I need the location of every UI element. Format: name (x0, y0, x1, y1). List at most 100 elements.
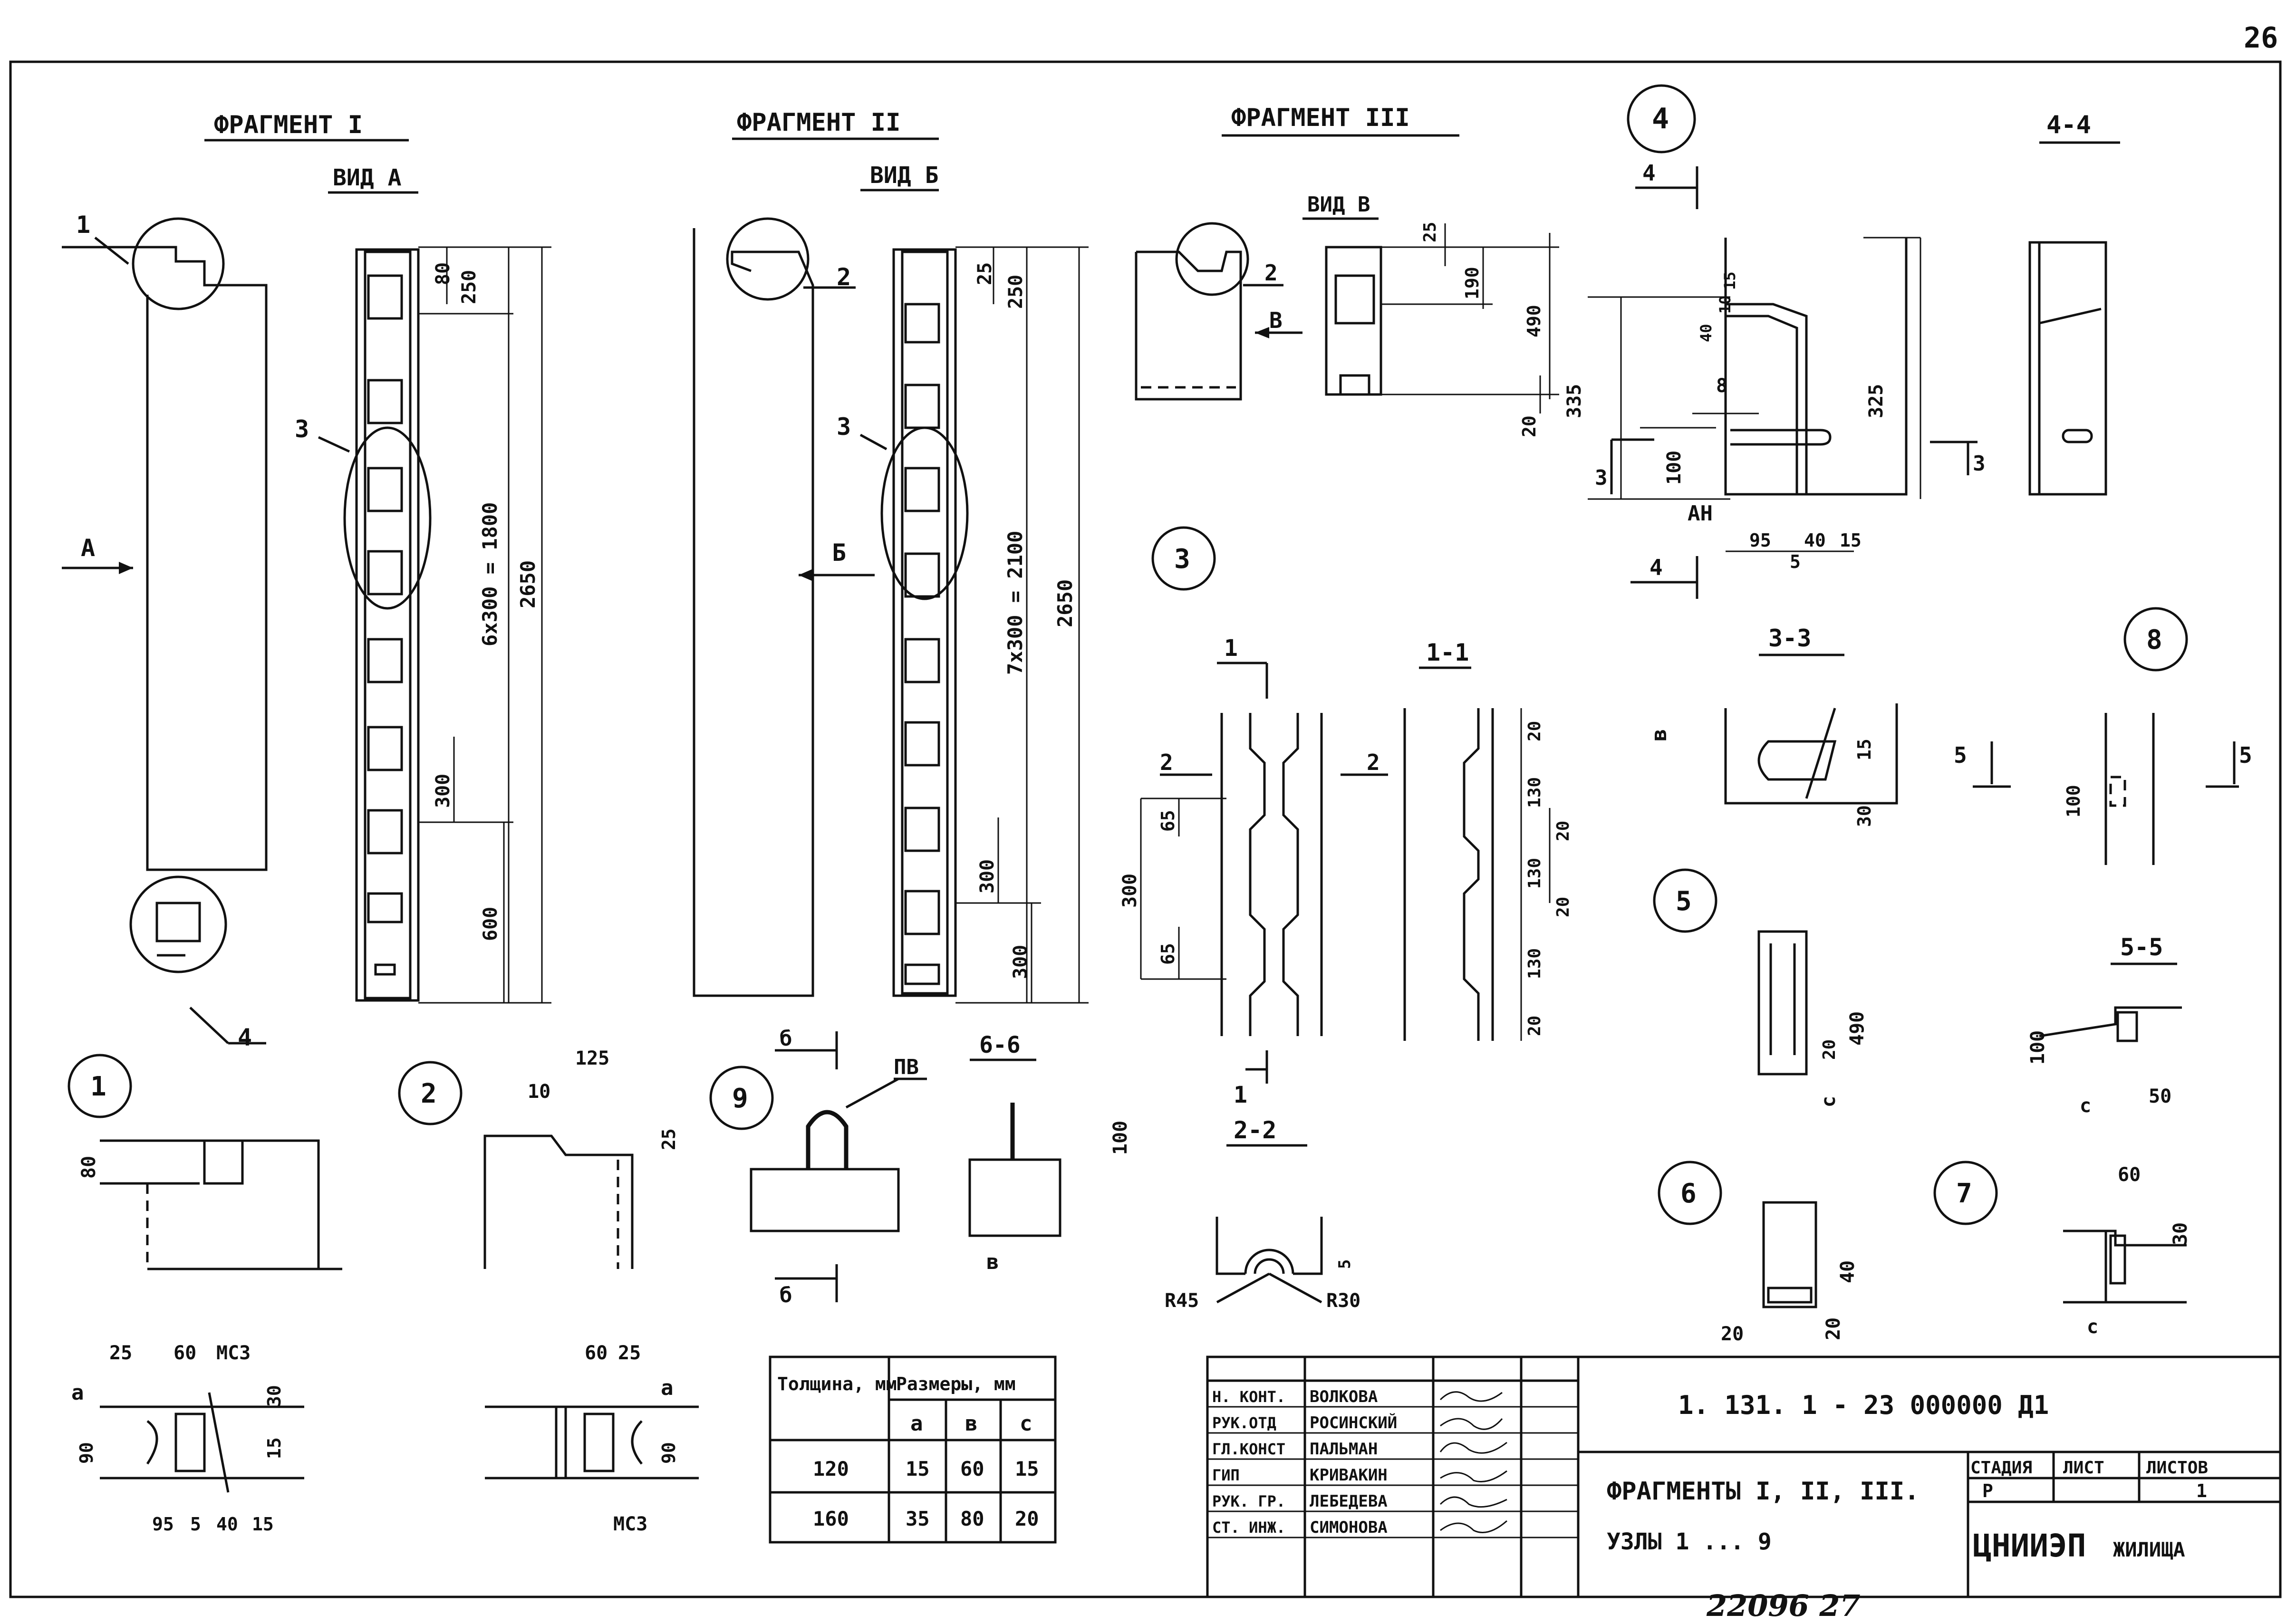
section-1-1-title: 1-1 (1426, 639, 1469, 666)
arrow-b: Б (832, 539, 846, 567)
svg-text:МС3: МС3 (613, 1513, 647, 1535)
section-2-2-title: 2-2 (1234, 1116, 1276, 1144)
svg-text:с: с (2080, 1095, 2091, 1117)
svg-text:300: 300 (1010, 945, 1032, 979)
svg-text:в: в (986, 1250, 999, 1274)
svg-text:335: 335 (1563, 384, 1585, 418)
svg-text:15: 15 (1721, 271, 1739, 290)
svg-text:а: а (910, 1412, 923, 1436)
svg-text:9: 9 (732, 1083, 748, 1114)
fragment-3: ФРАГМЕНТ III ВИД В 2 В 25 190 490 20 (1135, 104, 1559, 437)
svg-text:600: 600 (480, 907, 502, 941)
svg-text:250: 250 (1005, 275, 1027, 309)
fragment-2-title: ФРАГМЕНТ II (737, 108, 900, 137)
svg-text:100: 100 (2027, 1030, 2049, 1065)
svg-text:в: в (1647, 729, 1671, 742)
node-4-detail: 4 4 4 40 10 15 335 8 100 325 95 40 15 (1563, 84, 2120, 599)
svg-text:ВОЛКОВА: ВОЛКОВА (1310, 1387, 1378, 1406)
svg-text:в: в (965, 1412, 978, 1436)
svg-text:190: 190 (1462, 267, 1483, 299)
svg-text:ГИП: ГИП (1212, 1466, 1240, 1484)
svg-text:130: 130 (1525, 777, 1544, 808)
svg-text:Р: Р (1982, 1480, 1993, 1501)
svg-text:3: 3 (1973, 452, 1986, 476)
svg-text:ПВ: ПВ (894, 1055, 919, 1079)
svg-text:б: б (780, 1027, 792, 1051)
arrow-a: А (81, 534, 95, 562)
svg-text:30: 30 (1854, 805, 1875, 827)
svg-text:5: 5 (2239, 742, 2252, 768)
dimensions-table: Толщина, мм Размеры, мм а в с 120 15 60 … (769, 1355, 1057, 1544)
fragment-1: ФРАГМЕНТ I ВИД А 1 4 А (62, 111, 551, 1051)
svg-text:250: 250 (458, 270, 480, 304)
svg-text:30: 30 (2170, 1222, 2191, 1245)
svg-text:ЛИСТ: ЛИСТ (2063, 1458, 2104, 1478)
svg-text:РУК.ОТД: РУК.ОТД (1212, 1414, 1276, 1432)
svg-text:40: 40 (1697, 324, 1715, 342)
svg-text:80: 80 (432, 262, 454, 285)
leader-1: 1 (76, 211, 90, 239)
svg-text:65: 65 (1158, 810, 1178, 832)
section-6-6-title: 6-6 (979, 1032, 1021, 1058)
svg-text:15: 15 (1854, 739, 1875, 760)
svg-text:300: 300 (976, 859, 998, 894)
bottom-left-details: 1 80 25 60 МС3 а 30 90 15 95 5 40 15 2 1… (68, 1027, 1131, 1535)
svg-text:4: 4 (1642, 160, 1656, 186)
svg-text:а: а (661, 1376, 674, 1400)
svg-text:2650: 2650 (516, 560, 540, 608)
svg-text:95: 95 (152, 1514, 174, 1535)
node-4-title: 4 (1652, 102, 1669, 135)
leader-2: 2 (837, 263, 851, 291)
svg-text:300: 300 (1119, 874, 1141, 908)
svg-text:R30: R30 (1326, 1290, 1360, 1312)
svg-text:25: 25 (109, 1342, 132, 1364)
svg-text:3: 3 (1595, 466, 1608, 490)
svg-text:60: 60 (960, 1457, 984, 1480)
svg-text:20: 20 (1015, 1507, 1039, 1530)
svg-text:1: 1 (90, 1071, 106, 1102)
svg-text:с: с (1818, 1096, 1840, 1107)
svg-text:40: 40 (1804, 530, 1826, 551)
svg-text:СТАДИЯ: СТАДИЯ (1970, 1458, 2032, 1478)
org-sub: ЖИЛИЩА (2113, 1538, 2185, 1561)
svg-text:ГЛ.КОНСТ: ГЛ.КОНСТ (1212, 1440, 1285, 1458)
svg-text:4: 4 (1650, 555, 1663, 580)
svg-text:МС3: МС3 (216, 1342, 251, 1364)
svg-text:90: 90 (658, 1442, 679, 1464)
svg-text:30: 30 (264, 1385, 285, 1407)
title-block: Н. КОНТ. РУК.ОТД ГЛ.КОНСТ ГИП РУК. ГР. С… (1206, 1355, 2282, 1598)
svg-text:60: 60 (174, 1342, 196, 1364)
svg-text:СТ. ИНЖ.: СТ. ИНЖ. (1212, 1518, 1285, 1537)
view-v-title: ВИД В (1307, 192, 1370, 217)
svg-text:125: 125 (575, 1047, 609, 1069)
title-line-1: ФРАГМЕНТЫ I, II, III. (1607, 1477, 1919, 1506)
svg-text:20: 20 (1721, 1323, 1744, 1345)
view-a-title: ВИД А (333, 164, 402, 191)
svg-text:20: 20 (1519, 415, 1540, 437)
svg-text:10: 10 (528, 1081, 550, 1103)
svg-text:490: 490 (1846, 1011, 1868, 1046)
svg-text:40: 40 (1837, 1260, 1859, 1283)
bottom-mark: 22096 27 (1706, 1588, 1861, 1623)
svg-text:5: 5 (1790, 551, 1801, 572)
svg-text:ЛЕБЕДЕВА: ЛЕБЕДЕВА (1310, 1492, 1388, 1511)
svg-text:7: 7 (1956, 1178, 1972, 1209)
svg-text:90: 90 (76, 1442, 97, 1464)
leader-3: 3 (295, 415, 309, 443)
svg-text:20: 20 (1553, 897, 1573, 917)
fragment-1-title: ФРАГМЕНТ I (214, 111, 363, 139)
svg-text:10: 10 (1716, 295, 1734, 314)
svg-text:40: 40 (216, 1514, 238, 1535)
svg-text:300: 300 (432, 774, 454, 808)
leader-2c: 2 (1264, 260, 1278, 286)
org-name: ЦНИИЭП (1973, 1528, 2086, 1564)
svg-text:ЛИСТОВ: ЛИСТОВ (2146, 1458, 2208, 1478)
svg-text:20: 20 (1820, 1039, 1839, 1060)
svg-text:15: 15 (906, 1457, 930, 1480)
svg-text:5: 5 (1676, 886, 1692, 917)
svg-text:с: с (1020, 1412, 1032, 1436)
svg-text:6x300 = 1800: 6x300 = 1800 (478, 502, 502, 646)
svg-text:5: 5 (1954, 742, 1967, 768)
table-row: 120 (813, 1457, 849, 1480)
